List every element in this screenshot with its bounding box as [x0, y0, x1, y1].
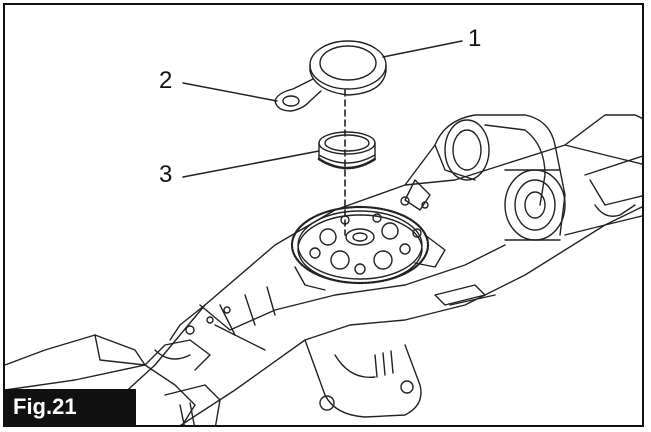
figure-frame: 1 2 3 Fig.21	[3, 3, 644, 427]
callout-2: 2	[159, 67, 173, 94]
callout-3: 3	[159, 161, 173, 188]
part-1-ring-wrench	[274, 40, 387, 112]
left-end-block	[5, 304, 231, 425]
callout-leaders	[182, 40, 463, 178]
figure-label: Fig.21	[5, 389, 136, 425]
part-3-needle-bearing	[317, 131, 377, 170]
exploded-assembly-drawing	[5, 40, 642, 425]
leader-3	[182, 150, 320, 178]
arm-body	[88, 144, 642, 425]
right-housing	[400, 114, 642, 241]
leader-1	[382, 40, 463, 58]
callout-1: 1	[468, 25, 482, 52]
leader-2	[182, 82, 278, 102]
large-gear	[290, 205, 446, 291]
